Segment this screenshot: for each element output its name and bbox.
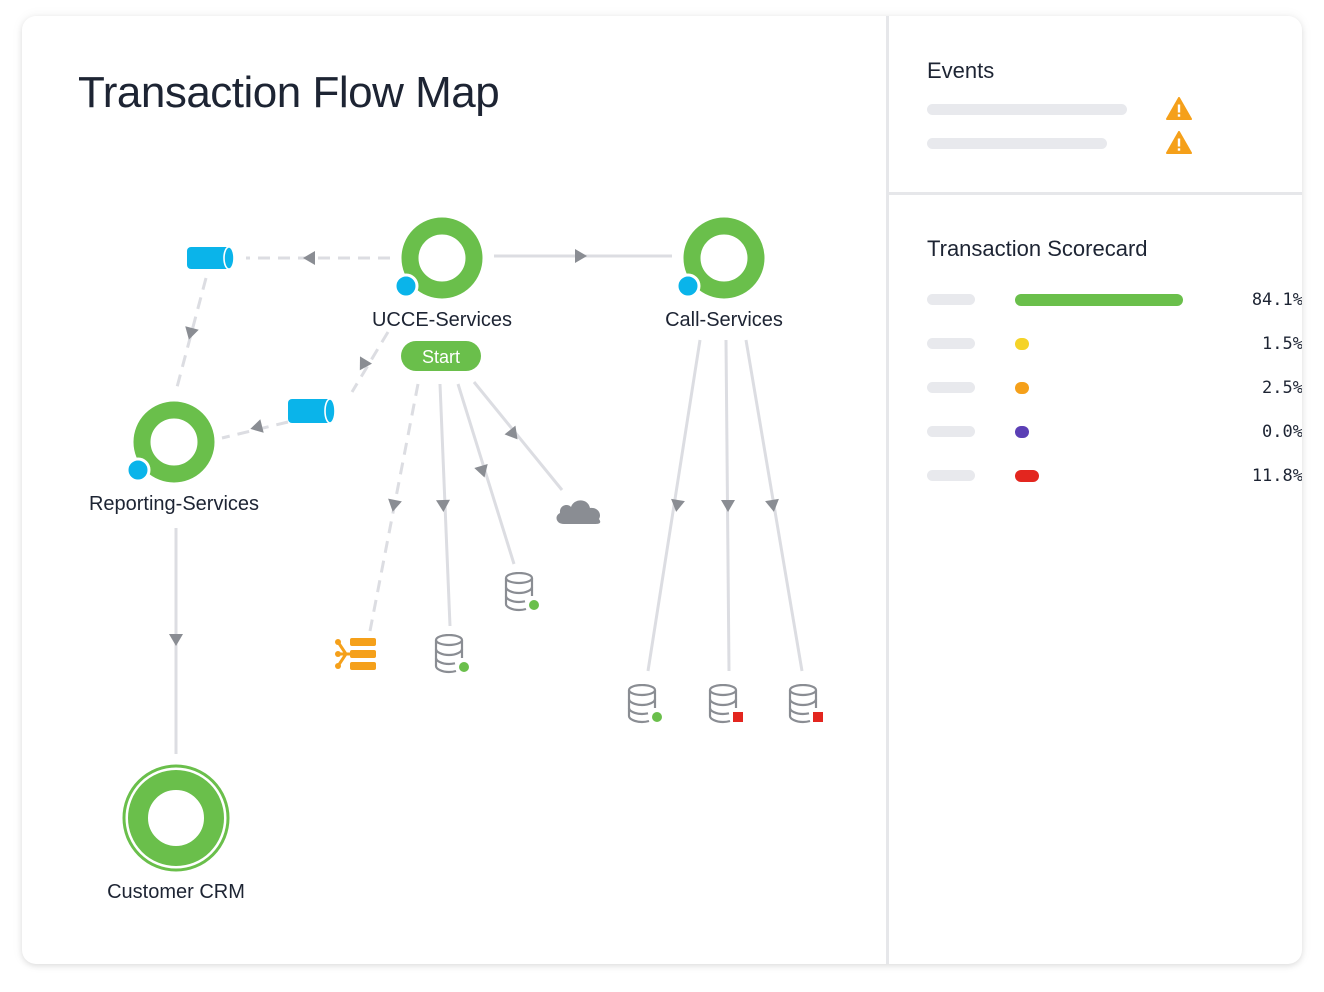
scorecard-value: 0.0% <box>1262 422 1302 442</box>
pane-divider <box>886 16 889 964</box>
node-call-services[interactable]: Call-Services <box>665 217 783 331</box>
scorecard-value: 2.5% <box>1262 378 1302 398</box>
scorecard-label-placeholder <box>927 470 975 481</box>
database-icon[interactable] <box>788 684 823 724</box>
scorecard-label-placeholder <box>927 294 975 305</box>
queue-icon[interactable] <box>187 246 235 270</box>
status-dot <box>652 712 662 722</box>
status-dot <box>125 457 151 483</box>
node-reporting-services[interactable]: Reporting-Services <box>89 401 259 515</box>
page-title: Transaction Flow Map <box>78 68 500 117</box>
scorecard-row[interactable]: 11.8% <box>927 466 1302 486</box>
scorecard-row[interactable]: 1.5% <box>927 334 1302 354</box>
warning-icon <box>1166 97 1192 120</box>
scorecard-label-placeholder <box>927 338 975 349</box>
scorecard-value: 84.1% <box>1251 290 1302 310</box>
node-label: UCCE-Services <box>372 309 512 331</box>
scorecard-value: 1.5% <box>1262 334 1302 354</box>
start-badge-label: Start <box>422 347 460 367</box>
arrow-head <box>388 498 402 512</box>
edge-ucce-to-db-2 <box>456 383 516 565</box>
node-customer-crm[interactable]: Customer CRM <box>107 764 245 903</box>
warning-icon <box>1166 131 1192 154</box>
start-badge: Start <box>401 341 481 371</box>
dashboard-card: Transaction Flow Map <box>22 16 1302 964</box>
scorecard-bar <box>1015 338 1029 350</box>
database-icon[interactable] <box>434 634 469 674</box>
scorecard-bar <box>1015 382 1029 394</box>
node-label: Customer CRM <box>107 881 245 903</box>
flow-map-canvas: UCCE-Services Start Call-Services Report… <box>89 217 823 903</box>
event-item-placeholder[interactable] <box>927 138 1107 149</box>
edge-ucce-to-cloud <box>472 381 564 491</box>
arrow-head <box>436 499 450 512</box>
node-label: Reporting-Services <box>89 493 259 515</box>
scorecard-value: 11.8% <box>1251 466 1302 486</box>
flow-map-pane: Transaction Flow Map <box>22 16 886 964</box>
scorecard-bar <box>1015 426 1029 438</box>
cloud-icon[interactable] <box>556 500 601 524</box>
node-ucce-services[interactable]: UCCE-Services <box>372 217 512 331</box>
arrow-head <box>575 249 587 263</box>
scorecard-title: Transaction Scorecard <box>927 236 1148 261</box>
edge-ucce-to-queue-mid <box>350 331 390 393</box>
edge-queue-mid-to-reporting <box>221 420 289 440</box>
scorecard-bar <box>1015 470 1039 482</box>
arrow-head <box>671 498 685 512</box>
arrow-head <box>504 425 518 440</box>
scorecard-row[interactable]: 84.1% <box>927 290 1302 310</box>
error-square <box>813 712 823 722</box>
status-dot <box>393 273 419 299</box>
section-divider <box>889 192 1302 195</box>
error-square <box>733 712 743 722</box>
database-icon[interactable] <box>627 684 662 724</box>
database-icon[interactable] <box>708 684 743 724</box>
arrow-head <box>250 419 264 433</box>
arrow-head <box>303 251 315 265</box>
arrow-head <box>721 500 735 512</box>
status-dot <box>675 273 701 299</box>
scorecard-label-placeholder <box>927 382 975 393</box>
arrow-head <box>359 356 373 371</box>
arrow-head <box>185 326 199 340</box>
flow-arrows <box>169 249 779 646</box>
arrow-head <box>474 463 488 478</box>
scorecard-label-placeholder <box>927 426 975 437</box>
workflow-icon[interactable] <box>335 638 376 670</box>
arrow-head <box>765 498 779 512</box>
node-label: Call-Services <box>665 309 783 331</box>
queue-icon[interactable] <box>288 398 336 424</box>
side-panel: Events Transaction Scorecard 84.1% 1.5% 2.… <box>889 16 1302 964</box>
database-icon[interactable] <box>504 572 539 612</box>
scorecard-bar <box>1015 294 1183 306</box>
scorecard-row[interactable]: 0.0% <box>927 422 1302 442</box>
arrow-head <box>169 634 183 646</box>
status-dot <box>529 600 539 610</box>
scorecard-row[interactable]: 2.5% <box>927 378 1302 398</box>
event-item-placeholder[interactable] <box>927 104 1127 115</box>
status-dot <box>459 662 469 672</box>
events-title: Events <box>927 58 995 83</box>
